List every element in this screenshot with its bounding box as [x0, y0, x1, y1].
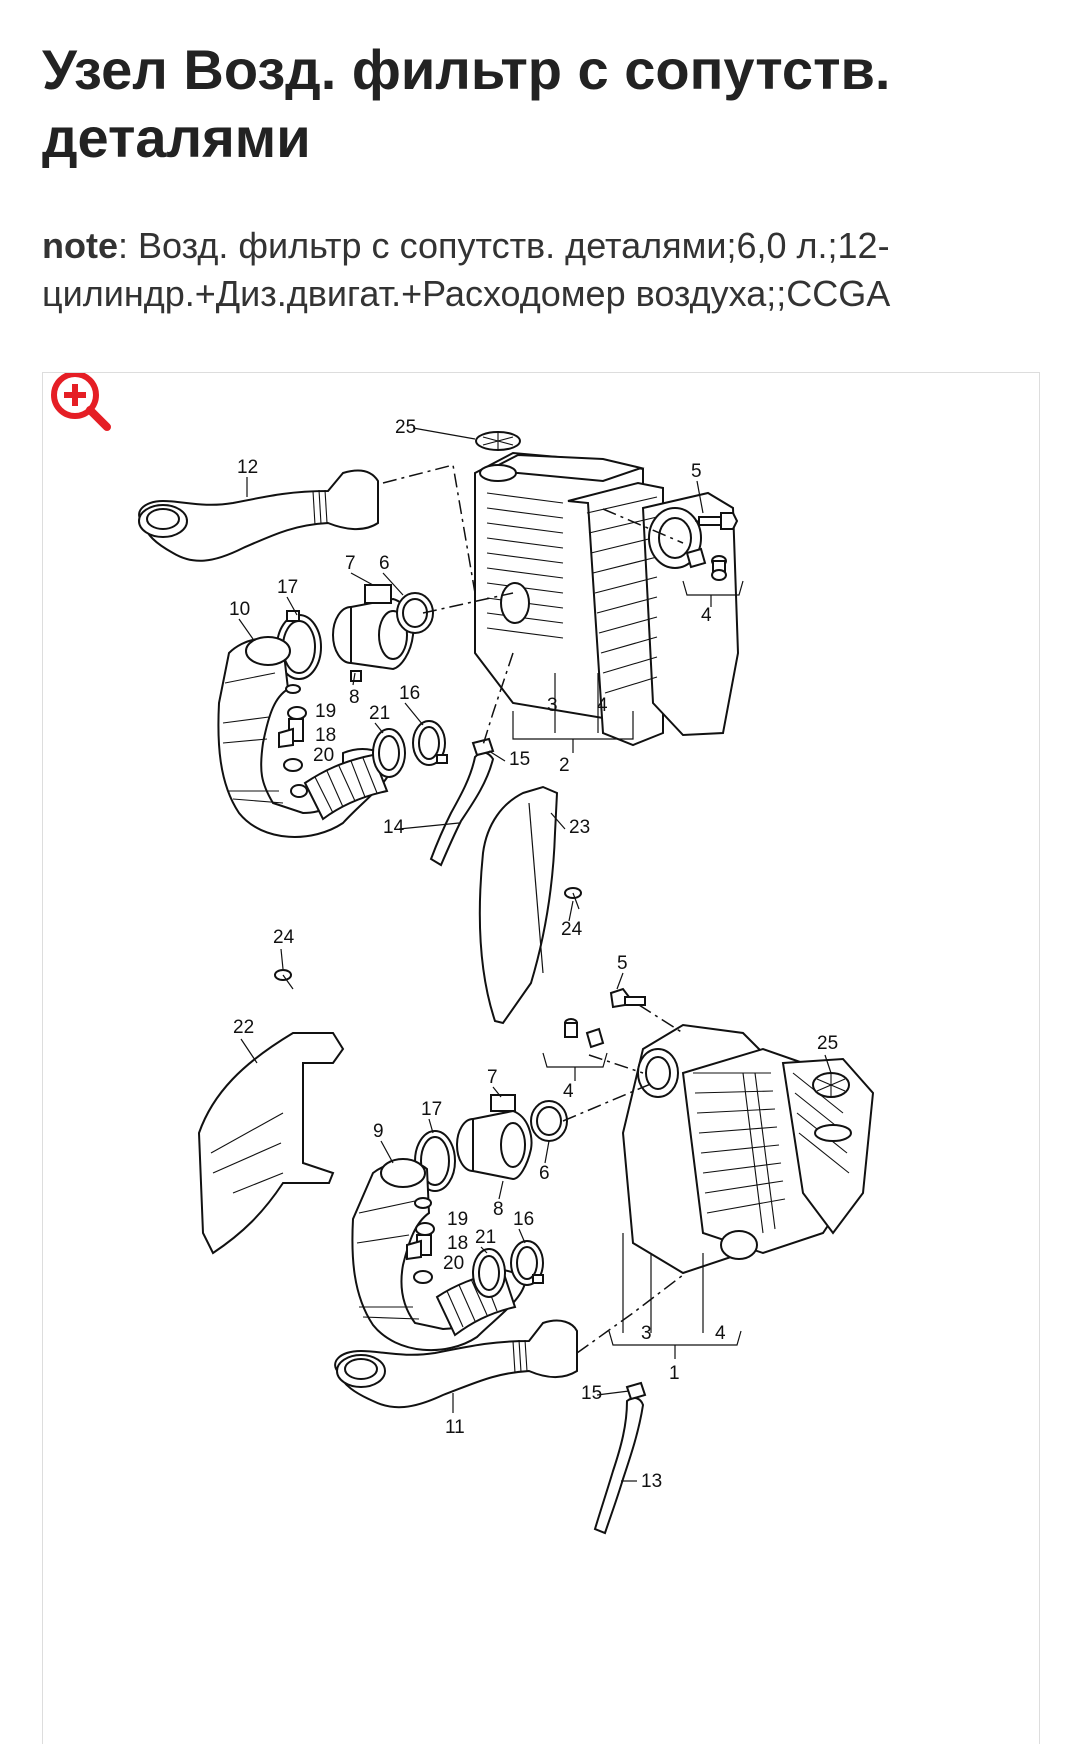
- screw-24-right: [564, 887, 582, 910]
- note-text: note: Возд. фильтр с сопутств. деталями;…: [42, 222, 1042, 318]
- air-filter-housing-lower: [621, 1023, 875, 1275]
- callout-23: 23: [569, 817, 590, 838]
- callout-16: 16: [399, 683, 420, 704]
- callout-3-lower: 3: [641, 1323, 652, 1344]
- small-parts-18-20-upper: [278, 670, 362, 772]
- heat-shield-22: [197, 1032, 345, 1255]
- callout-14: 14: [383, 817, 405, 838]
- intake-hose-11-lower: [334, 1319, 578, 1409]
- note-label: note: [42, 225, 118, 266]
- callout-8: 8: [349, 687, 360, 708]
- callout-20: 20: [313, 745, 334, 766]
- callout-15: 15: [509, 749, 530, 770]
- clamp-17-upper: [276, 610, 322, 680]
- maf-upper: [332, 584, 434, 671]
- callout-7-lower: 7: [487, 1067, 498, 1088]
- callout-21: 21: [369, 703, 390, 724]
- small-parts-18-20-lower: [406, 1197, 435, 1284]
- callout-13: 13: [641, 1471, 662, 1492]
- parts-diagram-frame: 25 12 5 7 6 17 10 8 19 18 20 21 16 3 4 2…: [42, 372, 1040, 1744]
- callout-16-lower: 16: [513, 1209, 534, 1230]
- callout-3: 3: [547, 695, 558, 716]
- callout-9: 9: [373, 1121, 384, 1142]
- callout-18-lower: 18: [447, 1233, 468, 1254]
- callout-17-lower: 17: [421, 1099, 442, 1120]
- callout-5: 5: [691, 461, 702, 482]
- callout-11: 11: [445, 1417, 465, 1438]
- clamp-16-upper: [412, 720, 448, 766]
- callout-24-left: 24: [273, 927, 295, 948]
- bolt-upper: [685, 512, 739, 581]
- callout-24-right: 24: [561, 919, 583, 940]
- corrugated-pipe-upper: [290, 753, 389, 821]
- screw-24-left: [274, 969, 294, 990]
- callout-4-right: 4: [701, 605, 712, 626]
- zoom-in-icon: [51, 373, 111, 431]
- page-title: Узел Возд. фильтр с сопутств. деталями: [42, 38, 891, 169]
- callout-2: 2: [559, 755, 570, 776]
- callout-15-lower: 15: [581, 1383, 602, 1404]
- air-filter-housing-upper: [474, 431, 740, 747]
- callout-17: 17: [277, 577, 298, 598]
- callout-4-lower-bracket: 4: [715, 1323, 726, 1344]
- note-separator: :: [118, 225, 129, 266]
- callout-21-lower: 21: [475, 1227, 496, 1248]
- callout-22: 22: [233, 1017, 254, 1038]
- ring-21-upper: [372, 728, 406, 778]
- clamp-16-lower: [510, 1240, 544, 1286]
- callout-4: 4: [597, 695, 608, 716]
- callout-12: 12: [237, 457, 258, 478]
- callout-8-lower: 8: [493, 1199, 504, 1220]
- callout-7: 7: [345, 553, 356, 574]
- callout-6: 6: [379, 553, 390, 574]
- callout-18: 18: [315, 725, 336, 746]
- callout-6-lower: 6: [539, 1163, 550, 1184]
- intake-hose-upper: [138, 469, 379, 562]
- callout-25: 25: [395, 417, 416, 438]
- ring-21-lower: [472, 1248, 506, 1298]
- note-value: Возд. фильтр с сопутств. деталями;6,0 л.…: [42, 225, 891, 314]
- callout-19: 19: [315, 701, 336, 722]
- callout-19-lower: 19: [447, 1209, 468, 1230]
- callout-25-lower: 25: [817, 1033, 838, 1054]
- callout-20-lower: 20: [443, 1253, 464, 1274]
- maf-lower: [456, 1094, 568, 1181]
- callout-4-lower: 4: [563, 1081, 574, 1102]
- bolt-lower: [564, 987, 646, 1049]
- zoom-button[interactable]: [43, 373, 129, 459]
- hose-14-upper: [429, 737, 495, 867]
- callout-5-lower: 5: [617, 953, 628, 974]
- parts-diagram: 25 12 5 7 6 17 10 8 19 18 20 21 16 3 4 2…: [138, 417, 875, 1535]
- callout-1: 1: [669, 1363, 680, 1384]
- hose-13-lower: [593, 1381, 647, 1535]
- panel-23: [478, 785, 559, 1025]
- callout-10: 10: [229, 599, 250, 620]
